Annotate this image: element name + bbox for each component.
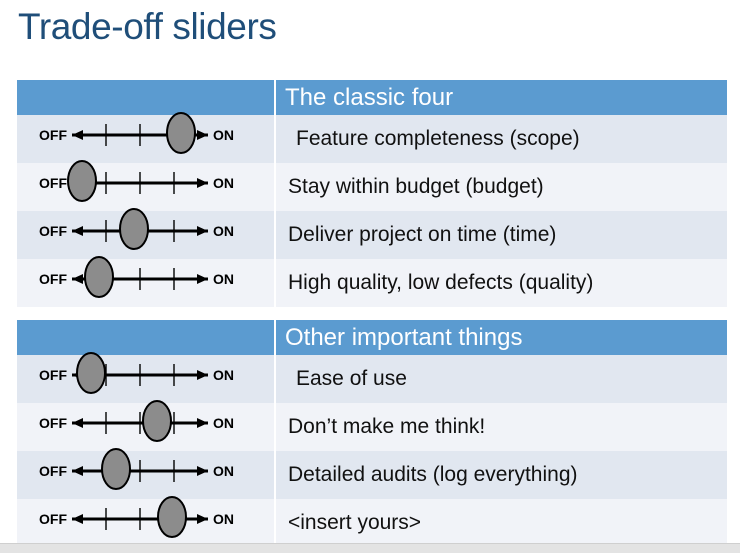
slider-knob[interactable] (67, 160, 97, 202)
slider-track-svg[interactable]: OFF ON (17, 349, 273, 409)
slider-track-svg[interactable]: OFF ON (17, 253, 273, 313)
arrow-head-right-icon (197, 178, 208, 188)
arrow-head-right-icon (197, 130, 208, 140)
label-cell: Feature completeness (scope) (275, 115, 727, 163)
row-label-text: Stay within budget (budget) (288, 175, 544, 198)
table-row: OFF ON Don’t make me think! (17, 400, 727, 451)
arrow-head-right-icon (197, 226, 208, 236)
bottom-edge-strip (0, 543, 740, 553)
slider-widget-detailed-audits[interactable]: OFF ON (17, 448, 273, 499)
table-classic-four: The classic four OFF (17, 80, 727, 307)
slider-on-label: ON (213, 127, 234, 143)
slider-widget-quality[interactable]: OFF ON (17, 256, 273, 307)
row-label-text: High quality, low defects (quality) (288, 271, 594, 294)
header-cell-slider (17, 80, 276, 115)
slider-off-label: OFF (39, 415, 67, 431)
arrow-head-left-icon (72, 130, 83, 140)
header-title-text: Other important things (285, 324, 523, 351)
table-row: OFF ON Feature completeness ( (17, 112, 727, 163)
table-row: OFF ON Deliver project on tim (17, 208, 727, 259)
slider-knob[interactable] (142, 400, 172, 442)
slider-track-svg[interactable]: OFF ON (17, 397, 273, 457)
table-other-important-things: Other important things OFF (17, 320, 727, 547)
row-label-text: Deliver project on time (time) (288, 223, 557, 246)
slider-widget-scope[interactable]: OFF ON (17, 112, 273, 163)
row-label-text: Detailed audits (log everything) (288, 463, 578, 486)
page-title: Trade-off sliders (18, 6, 277, 47)
slider-on-label: ON (213, 271, 234, 287)
slider-cell[interactable]: OFF ON (17, 352, 276, 403)
arrow-head-right-icon (197, 514, 208, 524)
slider-off-label: OFF (39, 175, 67, 191)
slider-widget-ease-of-use[interactable]: OFF ON (17, 352, 273, 403)
slider-cell[interactable]: OFF ON (17, 256, 276, 307)
slider-knob[interactable] (76, 352, 106, 394)
slider-cell[interactable]: OFF ON (17, 496, 276, 547)
slider-on-label: ON (213, 463, 234, 479)
arrow-head-right-icon (197, 418, 208, 428)
slider-off-label: OFF (39, 223, 67, 239)
arrow-head-left-icon (72, 274, 83, 284)
slider-knob[interactable] (166, 112, 196, 154)
slider-on-label: ON (213, 367, 234, 383)
arrow-head-right-icon (197, 274, 208, 284)
label-cell: Don’t make me think! (275, 403, 727, 451)
slider-knob[interactable] (119, 208, 149, 250)
slider-widget-dont-make-me-think[interactable]: OFF ON (17, 400, 273, 451)
slider-cell[interactable]: OFF ON (17, 208, 276, 259)
slider-track-svg[interactable]: OFF ON (17, 493, 273, 553)
slider-off-label: OFF (39, 127, 67, 143)
slider-widget-time[interactable]: OFF ON (17, 208, 273, 259)
slider-widget-budget[interactable]: OFF ON (17, 160, 273, 211)
table-row: OFF ON Ease of use (17, 352, 727, 403)
row-label-text: Ease of use (296, 367, 407, 390)
slider-off-label: OFF (39, 271, 67, 287)
slider-widget-insert-yours[interactable]: OFF ON (17, 496, 273, 547)
slider-knob[interactable] (101, 448, 131, 490)
slider-track-svg[interactable]: OFF ON (17, 445, 273, 505)
slider-track-svg[interactable]: OFF ON (17, 157, 273, 217)
label-cell: Ease of use (275, 355, 727, 403)
header-cell-label: Other important things (275, 320, 727, 355)
table-row: OFF ON <insert yours> (17, 496, 727, 547)
label-cell: High quality, low defects (quality) (275, 259, 727, 307)
slider-knob[interactable] (157, 496, 187, 538)
arrow-head-left-icon (72, 514, 83, 524)
table-row: OFF ON Stay within budget (bu (17, 160, 727, 211)
label-cell: Stay within budget (budget) (275, 163, 727, 211)
slider-off-label: OFF (39, 463, 67, 479)
slider-on-label: ON (213, 511, 234, 527)
table-row: OFF ON High quality, low defe (17, 256, 727, 307)
slider-on-label: ON (213, 223, 234, 239)
slider-off-label: OFF (39, 511, 67, 527)
slider-cell[interactable]: OFF ON (17, 400, 276, 451)
arrow-head-left-icon (72, 466, 83, 476)
row-label-text: Feature completeness (scope) (296, 127, 580, 150)
row-label-text: <insert yours> (288, 511, 422, 534)
arrow-head-left-icon (72, 226, 83, 236)
slider-cell[interactable]: OFF ON (17, 448, 276, 499)
slider-track-svg[interactable]: OFF ON (17, 205, 273, 265)
label-cell: Deliver project on time (time) (275, 211, 727, 259)
slider-on-label: ON (213, 415, 234, 431)
label-cell: Detailed audits (log everything) (275, 451, 727, 499)
table-header-row: The classic four (17, 80, 727, 115)
slider-cell[interactable]: OFF ON (17, 112, 276, 163)
header-title-text: The classic four (285, 84, 454, 111)
slider-knob[interactable] (84, 256, 114, 298)
slider-cell[interactable]: OFF ON (17, 160, 276, 211)
table-header-row: Other important things (17, 320, 727, 355)
table-row: OFF ON Detailed audits (log e (17, 448, 727, 499)
slider-off-label: OFF (39, 367, 67, 383)
arrow-head-left-icon (72, 418, 83, 428)
arrow-head-right-icon (197, 370, 208, 380)
arrow-head-right-icon (197, 466, 208, 476)
slider-on-label: ON (213, 175, 234, 191)
slider-track-svg[interactable]: OFF ON (17, 109, 273, 169)
label-cell: <insert yours> (275, 499, 727, 547)
header-cell-slider (17, 320, 276, 355)
header-cell-label: The classic four (275, 80, 727, 115)
row-label-text: Don’t make me think! (288, 415, 486, 438)
